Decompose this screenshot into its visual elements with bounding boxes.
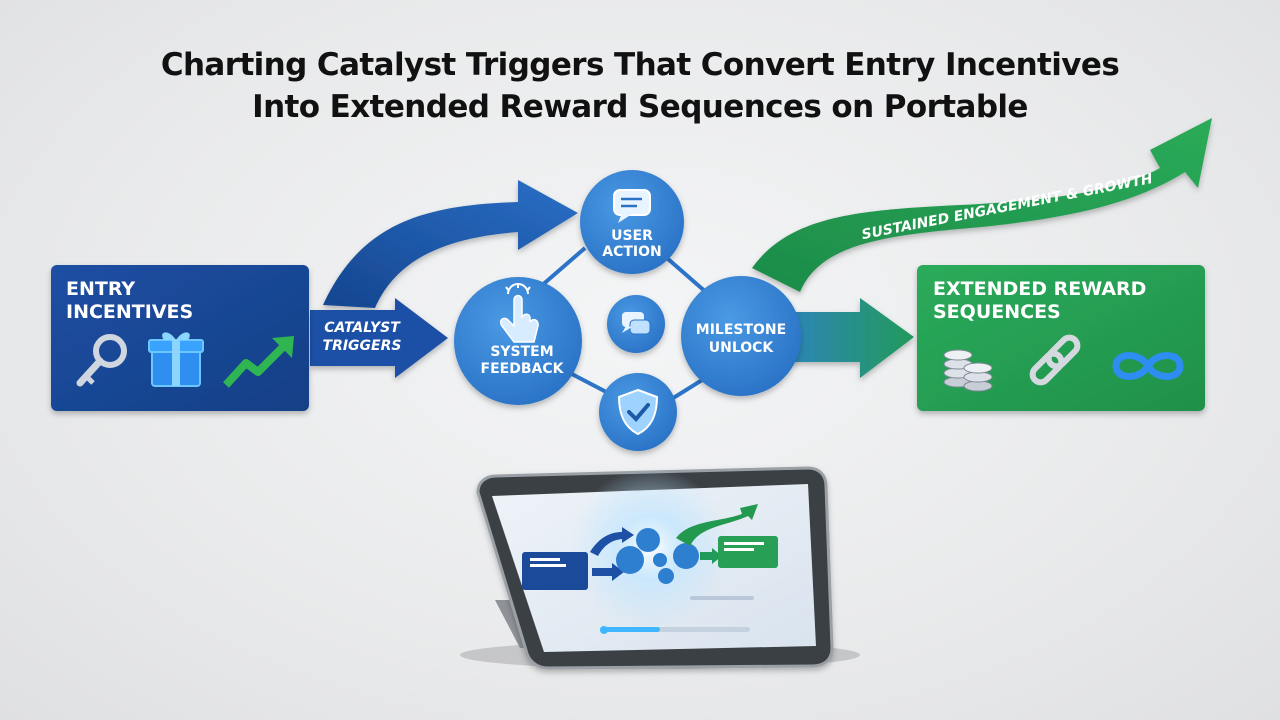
chat-bubble-icon [613, 189, 651, 223]
extended-reward-box: EXTENDED REWARD SEQUENCES [917, 265, 1205, 411]
growth-arrow-label: SUSTAINED ENGAGEMENT & GROWTH [860, 171, 1154, 243]
reward-label-2: SEQUENCES [933, 301, 1061, 323]
title-line-1: Charting Catalyst Triggers That Convert … [160, 47, 1120, 83]
chat-node [607, 295, 665, 353]
milestone-unlock-node: MILESTONE UNLOCK [681, 276, 801, 396]
catalyst-label-1: CATALYST [324, 320, 401, 336]
tap-icon [499, 283, 539, 343]
system-feedback-label-2: FEEDBACK [481, 361, 565, 377]
tablet-device [460, 466, 860, 670]
entry-label-2: INCENTIVES [66, 301, 193, 323]
entry-incentives-box: ENTRY INCENTIVES [51, 265, 309, 411]
system-feedback-node: SYSTEM FEEDBACK [454, 277, 582, 405]
catalyst-label-2: TRIGGERS [323, 338, 402, 354]
user-action-label-1: USER [611, 228, 653, 244]
chain-link-icon [1029, 334, 1081, 386]
coins-icon [943, 349, 993, 392]
key-icon [76, 334, 127, 387]
user-action-label-2: ACTION [602, 244, 662, 260]
milestone-label-1: MILESTONE [696, 322, 786, 338]
growth-arrow [752, 118, 1212, 292]
reward-label-1: EXTENDED REWARD [933, 278, 1146, 300]
catalyst-triggers-arrow [310, 298, 448, 378]
trend-up-icon [223, 336, 294, 388]
chat-icon [622, 312, 651, 335]
tablet-mini-diagram [522, 504, 778, 634]
shield-check-icon [617, 388, 659, 436]
entry-label-1: ENTRY [66, 278, 135, 300]
shield-node [599, 373, 677, 451]
page-title: Charting Catalyst Triggers That Convert … [0, 44, 1280, 128]
milestone-label-2: UNLOCK [709, 340, 775, 356]
system-feedback-label-1: SYSTEM [490, 344, 553, 360]
gift-icon [148, 332, 204, 387]
title-line-2: Into Extended Reward Sequences on Portab… [252, 89, 1028, 125]
to-rewards-arrow [790, 298, 914, 378]
user-action-node: USER ACTION [580, 170, 684, 274]
blue-arc-arrow [323, 180, 578, 308]
infinity-icon [1112, 352, 1184, 380]
